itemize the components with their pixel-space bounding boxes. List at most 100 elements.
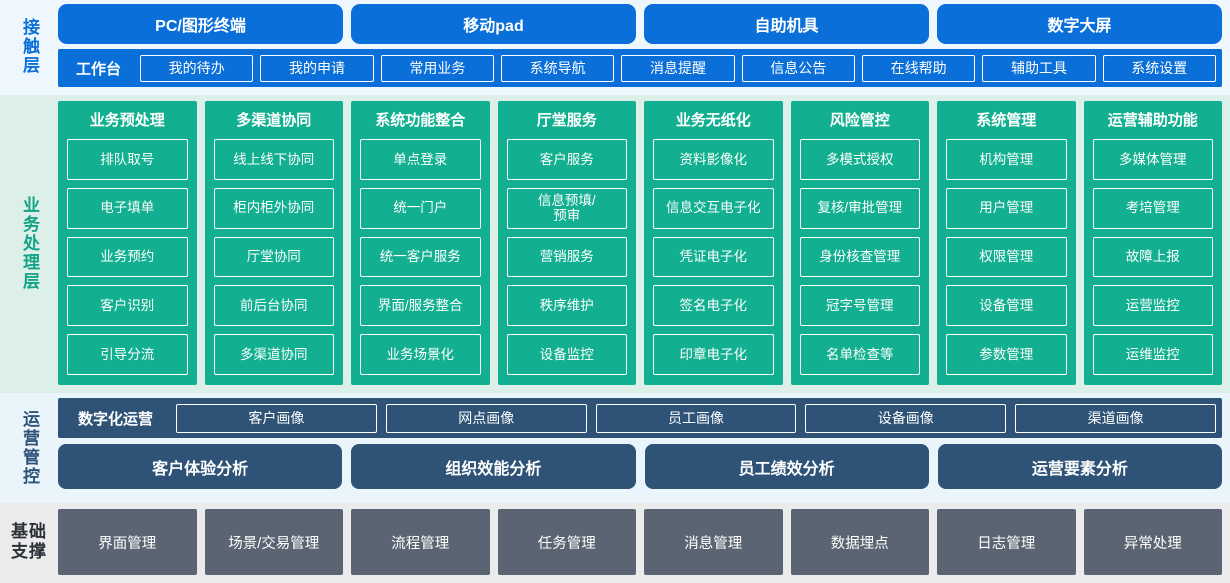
business-item[interactable]: 营销服务	[506, 236, 627, 278]
business-column-multichannel: 多渠道协同 线上线下协同 柜内柜外协同 厅堂协同 前后台协同 多渠道协同	[204, 101, 343, 385]
business-item[interactable]: 多模式授权	[799, 139, 920, 180]
business-item[interactable]: 多渠道协同	[213, 334, 334, 375]
column-title: 系统功能整合	[375, 112, 466, 129]
column-items: 排队取号 电子填单 业务预约 客户识别 引导分流	[67, 139, 188, 375]
business-item[interactable]: 信息预填/ 预审	[506, 187, 627, 229]
channel-chip-pc[interactable]: PC/图形终端	[58, 4, 343, 44]
business-item[interactable]: 考培管理	[1092, 187, 1213, 229]
layer-business-label: 业务处理层	[20, 195, 40, 291]
portrait-employee[interactable]: 员工画像	[595, 403, 797, 433]
column-items: 多媒体管理 考培管理 故障上报 运营监控 运维监控	[1092, 139, 1213, 375]
analysis-operation-factors[interactable]: 运营要素分析	[937, 444, 1222, 489]
business-columns: 业务预处理 排队取号 电子填单 业务预约 客户识别 引导分流 多渠道协同 线上线…	[58, 101, 1222, 385]
business-item[interactable]: 单点登录	[360, 139, 481, 180]
column-items: 线上线下协同 柜内柜外协同 厅堂协同 前后台协同 多渠道协同	[213, 139, 334, 375]
business-item[interactable]: 参数管理	[946, 334, 1067, 375]
workbench-item-todo[interactable]: 我的待办	[140, 54, 254, 82]
business-item[interactable]: 设备管理	[946, 285, 1067, 327]
business-column-lobby-service: 厅堂服务 客户服务 信息预填/ 预审 营销服务 秩序维护 设备监控	[497, 101, 636, 385]
workbench-item-applications[interactable]: 我的申请	[260, 54, 374, 82]
business-item[interactable]: 签名电子化	[653, 285, 774, 327]
base-item-exception-handling[interactable]: 异常处理	[1083, 509, 1222, 575]
workbench-item-common-business[interactable]: 常用业务	[380, 54, 494, 82]
business-item[interactable]: 柜内柜外协同	[213, 187, 334, 229]
workbench-item-announcements[interactable]: 信息公告	[741, 54, 855, 82]
layer-contact-body: PC/图形终端 移动pad 自助机具 数字大屏 工作台 我的待办 我的申请 常用…	[58, 4, 1222, 89]
business-item[interactable]: 信息交互电子化	[653, 187, 774, 229]
business-item[interactable]: 设备监控	[506, 334, 627, 375]
layer-contact: 接触层 PC/图形终端 移动pad 自助机具 数字大屏 工作台 我的待办 我的申…	[0, 0, 1230, 95]
business-item[interactable]: 引导分流	[67, 334, 188, 375]
portrait-channel[interactable]: 渠道画像	[1015, 403, 1216, 433]
business-item[interactable]: 印章电子化	[653, 334, 774, 375]
workbench-item-system-nav[interactable]: 系统导航	[501, 54, 615, 82]
business-item[interactable]: 前后台协同	[213, 285, 334, 327]
analysis-organization-efficiency[interactable]: 组织效能分析	[351, 444, 636, 489]
business-item[interactable]: 冠字号管理	[799, 285, 920, 327]
layer-base-support-label: 基础 支撑	[11, 522, 47, 561]
base-item-log-management[interactable]: 日志管理	[937, 509, 1076, 575]
business-item[interactable]: 业务预约	[67, 236, 188, 278]
business-item[interactable]: 秩序维护	[506, 285, 627, 327]
business-item[interactable]: 统一门户	[360, 187, 481, 229]
business-column-system-integration: 系统功能整合 单点登录 统一门户 统一客户服务 界面/服务整合 业务场景化	[351, 101, 490, 385]
workbench-item-tools[interactable]: 辅助工具	[982, 54, 1096, 82]
business-item[interactable]: 名单检查等	[799, 334, 920, 375]
channel-row: PC/图形终端 移动pad 自助机具 数字大屏	[58, 4, 1222, 44]
business-item[interactable]: 权限管理	[946, 236, 1067, 278]
business-item[interactable]: 凭证电子化	[653, 236, 774, 278]
column-title: 厅堂服务	[536, 112, 597, 129]
business-item[interactable]: 身份核查管理	[799, 236, 920, 278]
digital-operations-label: 数字化运营	[78, 410, 154, 428]
business-item[interactable]: 用户管理	[946, 187, 1067, 229]
base-item-message-management[interactable]: 消息管理	[644, 509, 783, 575]
business-column-system-management: 系统管理 机构管理 用户管理 权限管理 设备管理 参数管理	[937, 101, 1076, 385]
channel-chip-pad[interactable]: 移动pad	[351, 4, 636, 44]
business-item[interactable]: 资料影像化	[653, 139, 774, 180]
base-item-ui-management[interactable]: 界面管理	[58, 509, 197, 575]
business-item[interactable]: 复核/审批管理	[799, 187, 920, 229]
business-item[interactable]: 客户识别	[67, 285, 188, 327]
base-item-data-tracking[interactable]: 数据埋点	[790, 509, 929, 575]
business-item[interactable]: 运营监控	[1092, 285, 1213, 327]
base-item-task-management[interactable]: 任务管理	[497, 509, 636, 575]
business-item[interactable]: 业务场景化	[360, 334, 481, 375]
channel-chip-screen[interactable]: 数字大屏	[937, 4, 1222, 44]
base-support-row: 界面管理 场景/交易管理 流程管理 任务管理 消息管理 数据埋点 日志管理 异常…	[58, 509, 1222, 575]
business-column-operation-support: 运营辅助功能 多媒体管理 考培管理 故障上报 运营监控 运维监控	[1083, 101, 1222, 385]
portrait-device[interactable]: 设备画像	[805, 403, 1007, 433]
layer-business: 业务处理层 业务预处理 排队取号 电子填单 业务预约 客户识别 引导分流 多渠道…	[0, 95, 1230, 393]
business-item[interactable]: 机构管理	[946, 139, 1067, 180]
business-item[interactable]: 客户服务	[506, 139, 627, 180]
analysis-customer-experience[interactable]: 客户体验分析	[58, 444, 343, 489]
business-item[interactable]: 电子填单	[67, 187, 188, 229]
portrait-branch[interactable]: 网点画像	[385, 403, 587, 433]
business-item[interactable]: 界面/服务整合	[360, 285, 481, 327]
column-items: 多模式授权 复核/审批管理 身份核查管理 冠字号管理 名单检查等	[799, 139, 920, 375]
layer-contact-label: 接触层	[20, 18, 40, 75]
business-item[interactable]: 运维监控	[1092, 334, 1213, 375]
portrait-customer[interactable]: 客户画像	[176, 403, 377, 433]
business-item[interactable]: 线上线下协同	[213, 139, 334, 180]
workbench-item-notifications[interactable]: 消息提醒	[621, 54, 735, 82]
workbench-item-online-help[interactable]: 在线帮助	[861, 54, 976, 82]
base-item-scenario-transaction[interactable]: 场景/交易管理	[204, 509, 343, 575]
column-title: 业务无纸化	[675, 112, 751, 129]
column-items: 单点登录 统一门户 统一客户服务 界面/服务整合 业务场景化	[360, 139, 481, 375]
workbench-label: 工作台	[76, 60, 122, 78]
business-column-preprocessing: 业务预处理 排队取号 电子填单 业务预约 客户识别 引导分流	[58, 101, 197, 385]
business-item[interactable]: 故障上报	[1092, 236, 1213, 278]
column-items: 客户服务 信息预填/ 预审 营销服务 秩序维护 设备监控	[506, 139, 627, 375]
business-item[interactable]: 多媒体管理	[1092, 139, 1213, 180]
base-item-process-management[interactable]: 流程管理	[351, 509, 490, 575]
business-item[interactable]: 统一客户服务	[360, 236, 481, 278]
business-column-paperless: 业务无纸化 资料影像化 信息交互电子化 凭证电子化 签名电子化 印章电子化	[644, 101, 783, 385]
channel-chip-kiosk[interactable]: 自助机具	[644, 4, 929, 44]
analysis-employee-performance[interactable]: 员工绩效分析	[644, 444, 929, 489]
column-items: 机构管理 用户管理 权限管理 设备管理 参数管理	[946, 139, 1067, 375]
business-item[interactable]: 厅堂协同	[213, 236, 334, 278]
business-item[interactable]: 排队取号	[67, 139, 188, 180]
workbench-item-settings[interactable]: 系统设置	[1102, 54, 1216, 82]
column-title: 风险管控	[829, 112, 890, 129]
layer-base-support: 基础 支撑 界面管理 场景/交易管理 流程管理 任务管理 消息管理 数据埋点 日…	[0, 503, 1230, 583]
